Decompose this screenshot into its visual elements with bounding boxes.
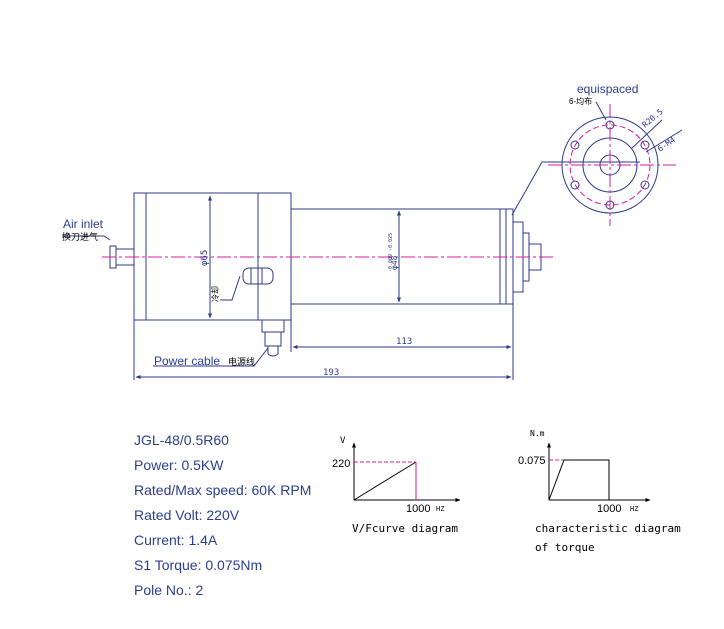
power-cable-gland <box>261 319 285 333</box>
torque-x-tick: 1000 <box>597 503 621 515</box>
cooling-fitting <box>242 267 274 285</box>
dim-body-diameter: φ65 <box>200 250 210 266</box>
dim-nose-diameter: φ48 <box>390 255 399 270</box>
torque-x-label: HZ <box>630 505 638 513</box>
vf-x-label: HZ <box>436 505 444 513</box>
spec-power: Power: 0.5KW <box>134 457 224 473</box>
cooling-label-cn: 冷却 <box>210 286 220 302</box>
holes-label-cn: 6-均布 <box>569 96 592 106</box>
torque-caption-line1: characteristic diagram <box>535 522 681 535</box>
spec-pole: Pole No.: 2 <box>134 582 204 598</box>
equispaced-label: equispaced <box>577 82 638 96</box>
spec-torque: S1 Torque: 0.075Nm <box>134 557 263 573</box>
torque-caption-line2: of torque <box>535 541 595 554</box>
dim-113: 113 <box>396 337 412 347</box>
vf-y-tick: 220 <box>332 458 350 470</box>
torque-chart: N.m HZ 0.075 1000 characteristic diagram… <box>518 429 681 554</box>
pcd-label: R20.5 <box>641 107 665 129</box>
vf-caption: V/Fcurve diagram <box>352 522 458 535</box>
spec-volt: Rated Volt: 220V <box>134 507 240 523</box>
air-inlet-label-cn: 换刀进气 <box>62 231 98 242</box>
dim-193: 193 <box>323 368 339 378</box>
vf-curve <box>353 461 417 501</box>
flange-front-view <box>561 101 683 214</box>
air-inlet-label: Air inlet <box>63 217 104 231</box>
vf-x-tick: 1000 <box>406 503 430 515</box>
spindle-side-view <box>109 192 542 357</box>
torque-curve <box>548 459 610 501</box>
vf-chart: V HZ 220 1000 V/Fcurve diagram <box>332 436 461 535</box>
torque-y-tick: 0.075 <box>518 455 546 467</box>
dim-nose-tolerance: -0.009 -0.025 <box>388 233 394 272</box>
vf-y-label: V <box>340 436 346 446</box>
power-cable-label: Power cable <box>154 354 220 368</box>
spec-model: JGL-48/0.5R60 <box>134 432 229 448</box>
spec-speed: Rated/Max speed: 60K RPM <box>134 482 312 498</box>
spec-current: Current: 1.4A <box>134 532 218 548</box>
thread-label: 6-M4 <box>656 135 677 154</box>
dimension-lines <box>62 161 640 380</box>
torque-y-label: N.m <box>530 429 545 438</box>
power-cable-label-cn: 电源线 <box>228 356 255 367</box>
